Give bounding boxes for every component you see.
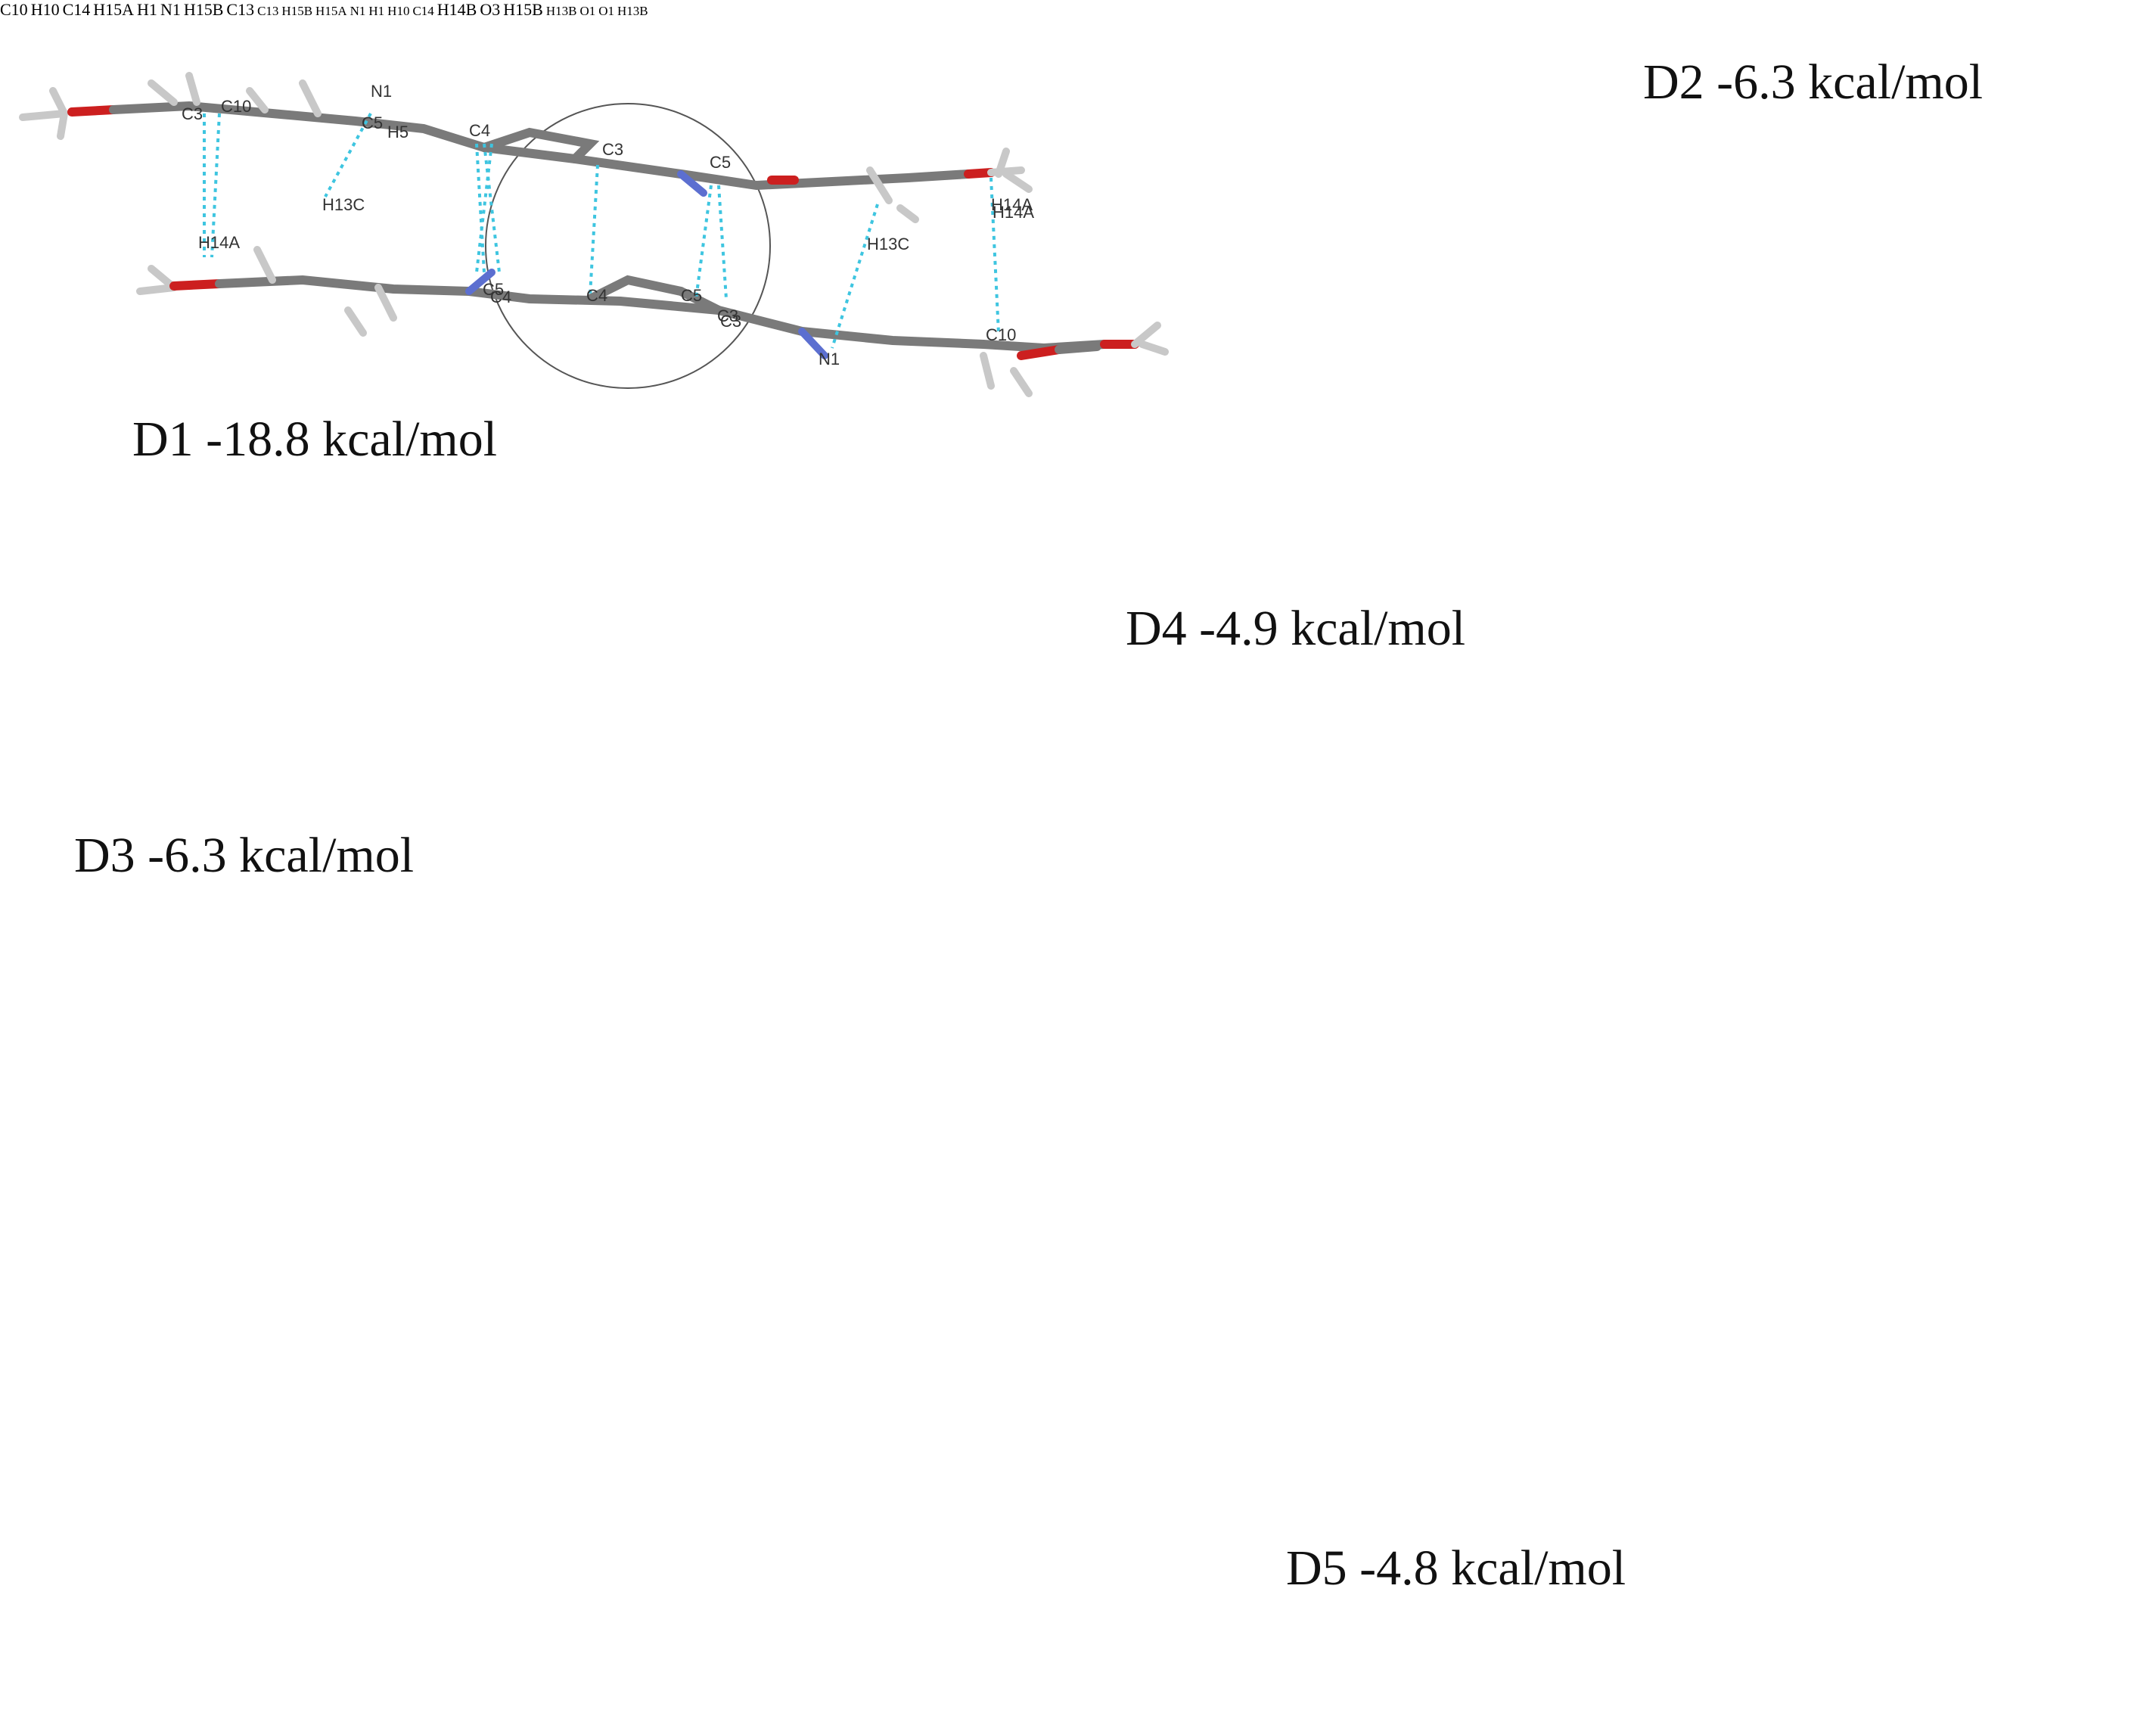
d2-label-c13: C13 — [226, 0, 255, 19]
d4-label-h14b: H14B — [436, 0, 477, 19]
d1-upper-molecule — [19, 72, 1033, 223]
d1-label-c10-right: C10 — [986, 325, 1016, 344]
d4-label-h15b: H15B — [503, 0, 543, 19]
d2-label-c10: C10 — [0, 0, 28, 19]
caption-d5: D5 -4.8 kcal/mol — [1286, 1540, 1626, 1596]
d3-label-h1: H1 — [368, 4, 385, 18]
d2-label-h1: H1 — [137, 0, 157, 19]
d1-label-n1-bottom: N1 — [819, 350, 840, 368]
d5-label-h13b-top: H13B — [545, 4, 577, 18]
caption-d3: D3 -6.3 kcal/mol — [74, 828, 415, 883]
d5-label-h13b-bottom: H13B — [617, 4, 648, 18]
d1-label-h5-top: H5 — [387, 123, 409, 141]
d1-lower-molecule — [136, 246, 1169, 397]
d3-label-n1: N1 — [349, 4, 366, 18]
d4-label-o3: O3 — [480, 0, 501, 19]
dimer-d4: H14B O3 H15B — [437, 0, 546, 19]
d1-label-h14a-upper: H14A — [991, 195, 1033, 214]
d1-label-n1-top: N1 — [371, 82, 392, 101]
d3-label-h10: H10 — [387, 4, 410, 18]
d1-label-c3-left: C3 — [182, 104, 203, 123]
d3-label-c14: C14 — [412, 4, 434, 18]
d1-label-h14a-right: H14A — [993, 203, 1034, 222]
d1-label-h13c-right: H13C — [867, 235, 909, 253]
dimer-d5: H13B O1 O1 H13B — [545, 4, 648, 18]
d2-label-n1: N1 — [160, 0, 181, 19]
d1-label-c3-top: C3 — [602, 140, 623, 159]
stacking-circle-d1 — [485, 103, 771, 389]
d2-label-c14: C14 — [62, 0, 91, 19]
d1-label-c10-left: C10 — [221, 97, 251, 116]
d1-label-c4-bottom: C4 — [586, 286, 607, 305]
d5-label-o1-bottom: O1 — [598, 4, 614, 18]
d1-label-c4-top: C4 — [469, 121, 490, 140]
caption-d1: D1 -18.8 kcal/mol — [132, 412, 498, 467]
dimer-d2: C10 H10 C14 H15A H1 N1 H15B C13 — [0, 0, 257, 19]
d2-label-h15a: H15A — [93, 0, 135, 19]
d1-label-c3-lower: C3 — [720, 312, 741, 331]
d1-label-c3-bottom: C3 — [717, 306, 738, 325]
d1-label-c5-bottom-right: C5 — [681, 286, 702, 305]
d1-label-h14a-left: H14A — [198, 233, 240, 252]
caption-d4: D4 -4.9 kcal/mol — [1126, 601, 1466, 656]
caption-d2: D2 -6.3 kcal/mol — [1643, 54, 1984, 110]
dimer-d1: N1 C5 H5 C4 C3 C5 C3 C4 C5 C5 C3 H13C H1… — [19, 72, 1169, 397]
d1-label-c5-bottom: C5 — [483, 280, 504, 299]
d2-label-h10: H10 — [30, 0, 60, 19]
d5-label-o1-top: O1 — [579, 4, 596, 18]
d3-label-h15b: H15B — [281, 4, 313, 18]
d2-label-h15b: H15B — [183, 0, 224, 19]
d1-label-h13c-left: H13C — [322, 195, 365, 214]
d1-label-c5-top: C5 — [362, 113, 383, 132]
d3-label-h15a: H15A — [315, 4, 347, 18]
d1-label-c4-lower: C4 — [490, 288, 511, 306]
d3-label-c13: C13 — [257, 4, 279, 18]
d1-label-c5-right: C5 — [710, 153, 731, 172]
dimer-d3: C13 H15B H15A N1 H1 H10 C14 — [257, 4, 437, 18]
